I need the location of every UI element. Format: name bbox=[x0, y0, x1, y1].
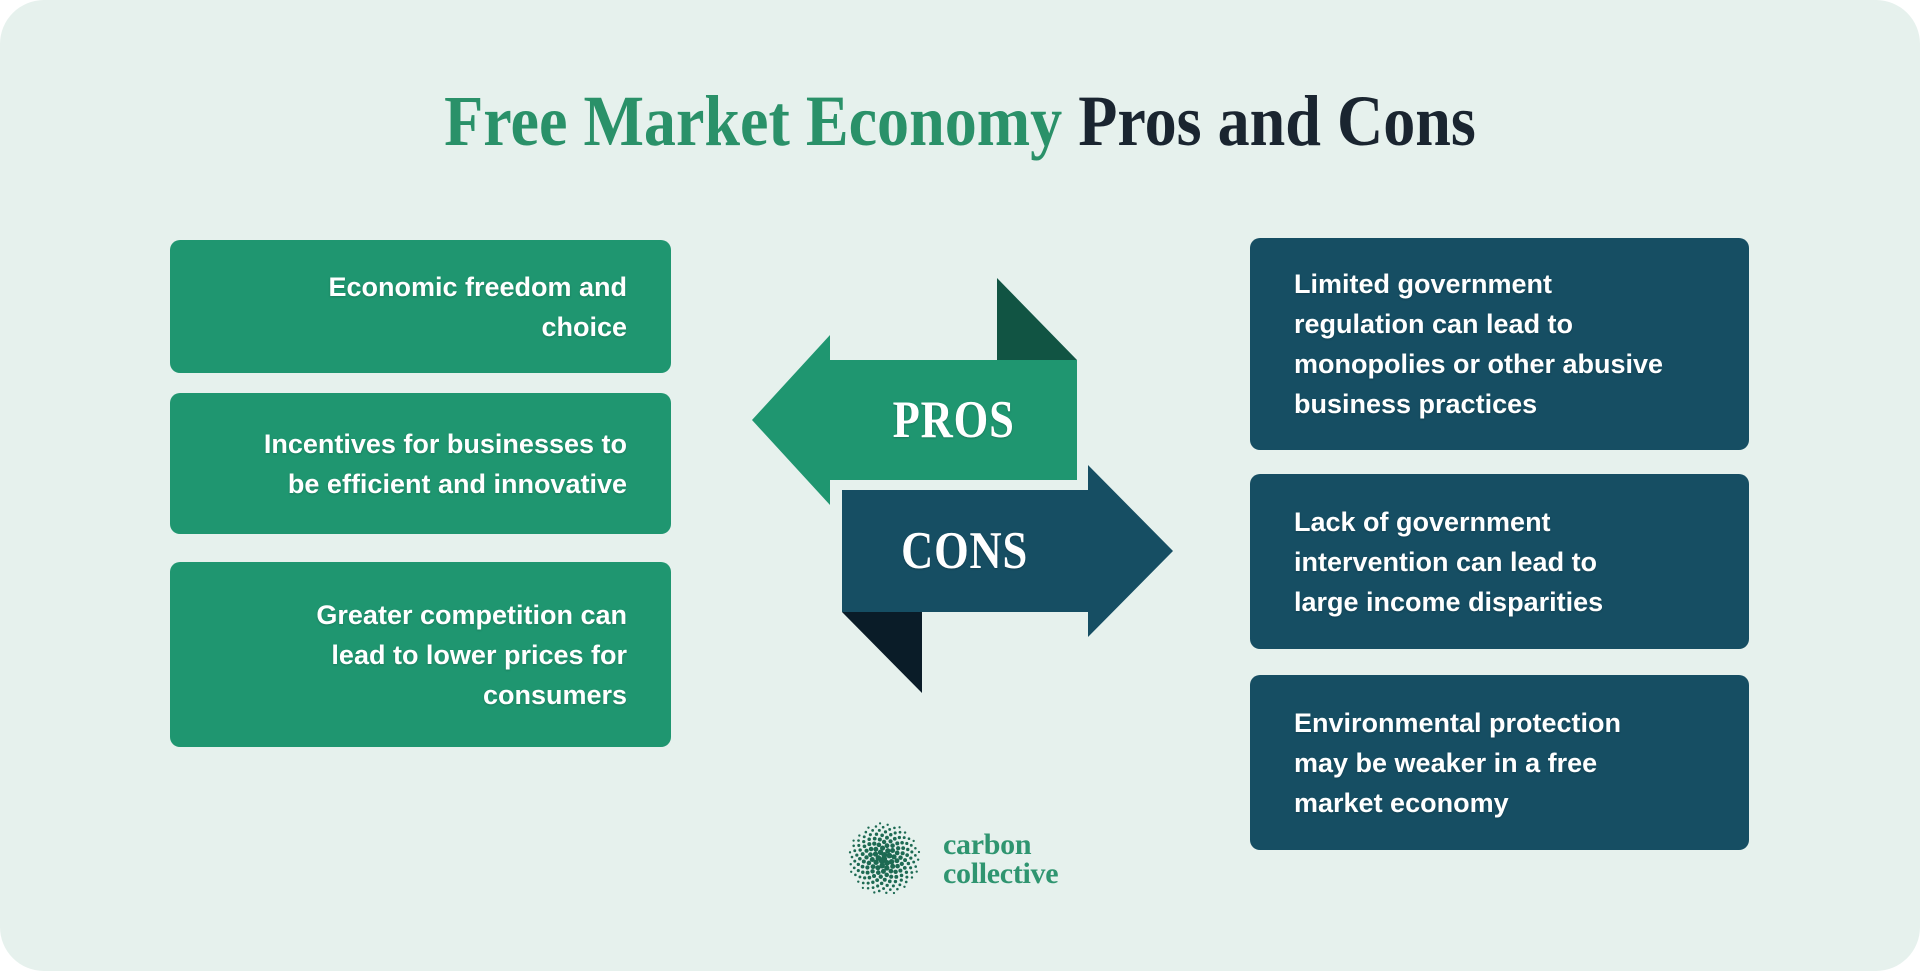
pros-arrow-label: PROS bbox=[830, 360, 1077, 480]
pros-left-arrow bbox=[752, 335, 1077, 505]
page-title: Free Market Economy Pros and Cons bbox=[106, 85, 1815, 157]
cons-right-arrow bbox=[842, 465, 1173, 637]
pros-card-2: Incentives for businesses to be efficien… bbox=[170, 393, 671, 534]
pros-card-1: Economic freedom and choice bbox=[170, 240, 671, 373]
pros-card-2-text: Incentives for businesses to be efficien… bbox=[263, 428, 627, 499]
cons-arrow-fold bbox=[842, 612, 922, 693]
cons-card-2: Lack of government intervention can lead… bbox=[1250, 474, 1749, 649]
brand-wordmark-line1: carbon bbox=[943, 828, 1032, 861]
pros-card-3: Greater competition can lead to lower pr… bbox=[170, 562, 671, 747]
cons-card-3: Environmental protection may be weaker i… bbox=[1250, 675, 1749, 850]
cons-card-1: Limited government regulation can lead t… bbox=[1250, 238, 1749, 450]
cons-card-1-text: Limited government regulation can lead t… bbox=[1294, 269, 1664, 419]
pros-card-3-text: Greater competition can lead to lower pr… bbox=[316, 599, 627, 710]
brand-wordmark-line2: collective bbox=[943, 857, 1059, 890]
cons-arrow-label-text: CONS bbox=[901, 522, 1029, 580]
logo-halftone-circle-icon bbox=[848, 822, 921, 895]
cons-card-2-text: Lack of government intervention can lead… bbox=[1294, 506, 1604, 617]
pros-arrow-label-text: PROS bbox=[892, 391, 1015, 449]
pros-card-1-text: Economic freedom and choice bbox=[328, 271, 627, 342]
pros-arrow-fold bbox=[997, 278, 1077, 360]
cons-arrow-label: CONS bbox=[842, 490, 1088, 612]
title-highlight: Free Market Economy bbox=[444, 81, 1063, 161]
title-rest: Pros and Cons bbox=[1062, 81, 1476, 161]
brand-wordmark: carbon collective bbox=[943, 828, 1059, 890]
cons-card-3-text: Environmental protection may be weaker i… bbox=[1294, 707, 1622, 818]
brand-logo: carbon collective bbox=[844, 819, 1059, 899]
